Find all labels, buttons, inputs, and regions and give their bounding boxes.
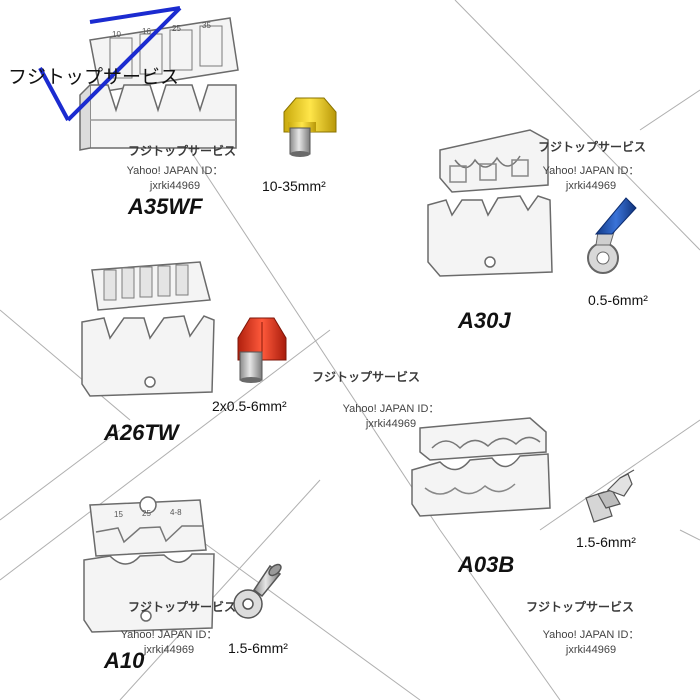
die-label: 35 <box>202 21 211 30</box>
watermark-id: Yahoo! JAPAN ID： jxrki44969 <box>526 164 656 194</box>
model-label-a10: A10 <box>104 648 145 673</box>
a30j-die-icon <box>427 129 553 277</box>
watermark-id-line-2: jxrki44969 <box>565 644 617 656</box>
watermark-id: Yahoo! JAPAN ID： jxrki44969 <box>526 628 656 658</box>
die-label: 25 <box>172 24 181 33</box>
watermark-brand: フジトップサービス <box>312 370 421 384</box>
size-label-a03b: 1.5-6mm² <box>576 534 636 550</box>
watermark-id: Yahoo! JAPAN ID： jxrki44969 <box>110 164 240 194</box>
a35wf-die-icon <box>79 17 239 151</box>
watermark-id: Yahoo! JAPAN ID： jxrki44969 <box>326 402 456 432</box>
a03b-die-icon <box>411 417 551 517</box>
logo-graphic <box>38 6 182 122</box>
die-label: 25 <box>142 509 151 518</box>
watermark-brand: フジトップサービス <box>128 600 237 614</box>
watermark-id-line-2: jxrki44969 <box>143 644 195 656</box>
a10-die-icon <box>83 496 215 633</box>
blue-ring-terminal-icon <box>587 197 637 274</box>
model-label-a03b: A03B <box>458 552 515 577</box>
watermark-brand: フジトップサービス <box>538 140 647 154</box>
die-label: 16 <box>142 27 151 36</box>
flat-connector-icon <box>585 469 635 523</box>
size-label-a35wf: 10-35mm² <box>262 178 326 194</box>
logo-text: フジトップサービス <box>8 66 180 88</box>
red-twin-ferrule-icon <box>237 317 287 383</box>
watermark-id-line-1: Yahoo! JAPAN ID： <box>542 165 640 177</box>
watermark-brand: フジトップサービス <box>128 144 237 158</box>
model-label-a35wf: A35WF <box>128 194 203 219</box>
watermark-id-line-1: Yahoo! JAPAN ID： <box>542 629 640 641</box>
size-label-a10: 1.5-6mm² <box>228 640 288 656</box>
model-label-a26tw: A26TW <box>104 420 179 445</box>
die-label: 4-8 <box>170 508 182 517</box>
watermark-brand: フジトップサービス <box>526 600 635 614</box>
size-label-a30j: 0.5-6mm² <box>588 292 648 308</box>
size-label-a26tw: 2x0.5-6mm² <box>212 398 287 414</box>
ring-terminal-icon <box>233 563 282 619</box>
watermark-id-line-2: jxrki44969 <box>365 418 417 430</box>
watermark-id-line-1: Yahoo! JAPAN ID： <box>342 403 440 415</box>
watermark-id-line-1: Yahoo! JAPAN ID： <box>126 165 224 177</box>
model-label-a30j: A30J <box>458 308 511 333</box>
watermark-id-line-2: jxrki44969 <box>149 180 201 192</box>
yellow-ferrule-icon <box>283 97 337 157</box>
watermark-id-line-2: jxrki44969 <box>565 180 617 192</box>
watermark-id: Yahoo! JAPAN ID： jxrki44969 <box>104 628 234 658</box>
a26tw-die-icon <box>81 261 215 397</box>
die-label: 15 <box>114 510 123 519</box>
watermark-id-line-1: Yahoo! JAPAN ID： <box>120 629 218 641</box>
die-label: 10 <box>112 30 121 39</box>
